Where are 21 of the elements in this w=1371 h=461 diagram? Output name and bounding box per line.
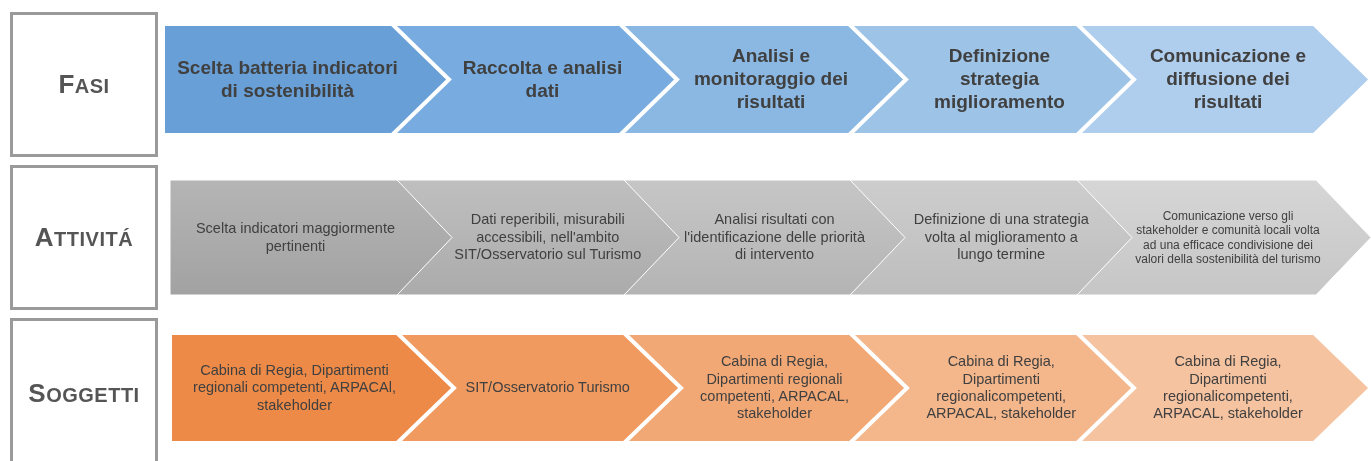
actors-text: Cabina di Regia, Dipartimenti regionali competenti, ARPACAL, stakeholder — [699, 353, 850, 423]
actors-text: Cabina di Regia, Dipartimenti regionalicompetenti, ARPACAL, stakeholder — [1152, 353, 1304, 423]
phase-label: Analisi e monitoraggio dei risultati — [692, 45, 850, 114]
actors-text: Cabina di Regia, Dipartimenti regionali competenti, ARPACAl, stakeholder — [192, 361, 397, 415]
row-header-label: SOGGETTI — [28, 377, 140, 409]
activity-text: Comunicazione verso gli stakeholder e comunità locali volta ad una efficace condivisione dei valori della sostenibilità del turismo — [1134, 208, 1322, 267]
row-header-box — [10, 12, 158, 157]
phase-label: Comunicazione e diffusione dei risultati — [1148, 45, 1308, 114]
activity-text: Dati reperibili, misurabili accessibili, nell'ambito SIT/Osservatorio sul Turismo — [453, 211, 642, 264]
phase-label: Scelta batteria indicatori di sostenibilità — [176, 56, 399, 103]
row-header-box — [10, 165, 158, 310]
actors-text: SIT/Osservatorio Turismo — [465, 379, 630, 397]
row-header-label: ATTIVITÁ — [34, 222, 134, 253]
row-header-label: FASI — [58, 69, 110, 100]
activity-text: Analisi risultati con l'identificazione delle priorità di intervento — [683, 211, 866, 264]
phase-label: Raccolta e analisi dati — [461, 56, 624, 103]
activity-text: Scelta indicatori maggiormente pertinenti — [194, 220, 397, 255]
phase-label: Definizione strategia miglioramento — [933, 45, 1066, 114]
actors-text: Cabina di Regia, Dipartimenti regionalicompetenti, ARPACAL, stakeholder — [925, 353, 1078, 423]
row-header-box — [10, 318, 158, 461]
activity-text: Definizione di una strategia volta al miglioramento a lungo termine — [912, 211, 1090, 264]
